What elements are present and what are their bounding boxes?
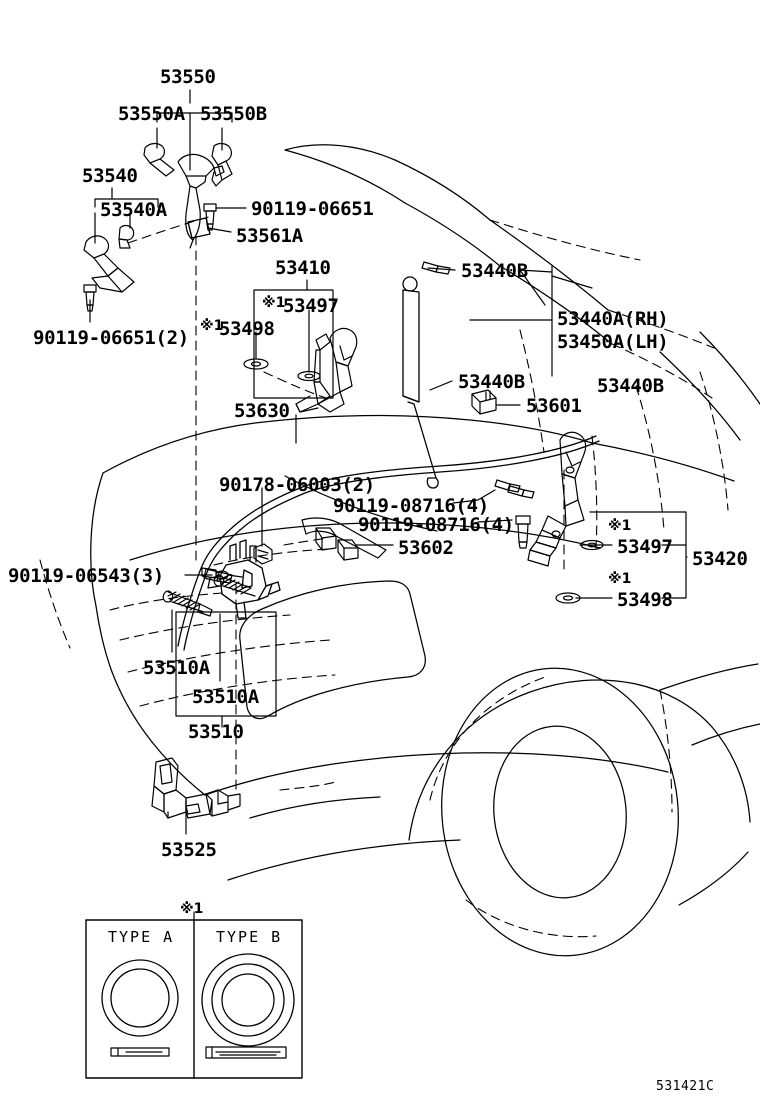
part-callout-9011906651: 90119-06651 bbox=[251, 198, 374, 220]
part-53510a-spring-lower bbox=[213, 574, 256, 597]
part-callout-53561a: 53561A bbox=[236, 225, 303, 247]
part-53497-washer-left bbox=[297, 370, 321, 382]
part-53550b-clip bbox=[211, 142, 233, 187]
part-53497-washer-right bbox=[580, 539, 604, 551]
hood-panel-outline bbox=[284, 144, 613, 345]
legend-type-a-label: TYPE A bbox=[108, 928, 175, 946]
part-53550a-clip bbox=[143, 142, 175, 177]
part-90178-06003-nut bbox=[253, 543, 273, 565]
reference-mark-1: ※1 bbox=[262, 295, 286, 311]
legend-type-b-profile bbox=[205, 1046, 287, 1059]
part-callout-90119065433: 90119-06543(3) bbox=[8, 565, 164, 587]
part-callout-53510a: 53510A bbox=[192, 686, 259, 708]
part-90119-08716-bolt-a bbox=[494, 479, 521, 493]
part-callout-53525: 53525 bbox=[161, 839, 217, 861]
part-callout-53601: 53601 bbox=[526, 395, 582, 417]
reference-mark-4: ※1 bbox=[608, 571, 632, 587]
part-callout-53510a: 53510A bbox=[143, 657, 210, 679]
part-53525-support-bracket bbox=[151, 757, 241, 819]
part-callout-90119066512: 90119-06651(2) bbox=[33, 327, 189, 349]
part-53440b-bolt-upper bbox=[421, 261, 451, 275]
part-53420-hinge-right bbox=[527, 431, 587, 567]
part-53540a-clip bbox=[118, 224, 135, 249]
legend-type-b-washer bbox=[201, 953, 295, 1047]
part-callout-53410: 53410 bbox=[275, 257, 331, 279]
part-callout-53602: 53602 bbox=[398, 537, 454, 559]
part-callout-53498: 53498 bbox=[219, 318, 275, 340]
part-callout-53550: 53550 bbox=[160, 66, 216, 88]
part-53510a-spring-upper bbox=[162, 590, 213, 617]
part-callout-53420: 53420 bbox=[692, 548, 748, 570]
vehicle-body-outline bbox=[90, 331, 760, 957]
part-callout-53630: 53630 bbox=[234, 400, 290, 422]
part-callout-53510: 53510 bbox=[188, 721, 244, 743]
part-callout-53440b: 53440B bbox=[597, 375, 664, 397]
reference-mark-2: ※1 bbox=[200, 318, 224, 334]
part-53498-washer-left bbox=[243, 358, 269, 370]
part-callout-90119087164: 90119-08716(4) bbox=[333, 495, 489, 517]
part-callout-53550a: 53550A bbox=[118, 103, 185, 125]
part-callout-53550b: 53550B bbox=[200, 103, 267, 125]
part-90119-06651-bolt bbox=[203, 203, 217, 231]
hidden-construction-lines bbox=[39, 215, 729, 938]
part-callout-53440b: 53440B bbox=[458, 371, 525, 393]
part-90119-08716-bolt-b bbox=[515, 515, 531, 549]
part-callout-90119087164: 90119-08716(4) bbox=[358, 514, 514, 536]
part-53440a-gas-strut bbox=[402, 276, 439, 489]
part-90119-06543-bolt bbox=[203, 568, 233, 584]
part-callout-53497: 53497 bbox=[283, 295, 339, 317]
leader-lines bbox=[89, 89, 688, 835]
part-callout-53540: 53540 bbox=[82, 165, 138, 187]
legend-type-a-profile bbox=[110, 1047, 170, 1057]
diagram-code: 531421C bbox=[656, 1079, 715, 1094]
part-53602-clip-strip bbox=[301, 517, 387, 561]
part-53540-bracket bbox=[83, 235, 135, 293]
part-callout-90178060032: 90178-06003(2) bbox=[219, 474, 375, 496]
part-53410-hinge bbox=[295, 327, 358, 413]
part-53601-ball-stud bbox=[471, 389, 497, 415]
part-callout-53498: 53498 bbox=[617, 589, 673, 611]
part-callout-53540a: 53540A bbox=[100, 199, 167, 221]
reference-mark-5: ※1 bbox=[180, 901, 204, 917]
legend-type-b-label: TYPE B bbox=[216, 928, 283, 946]
part-53498-washer-right bbox=[555, 592, 581, 604]
part-53561a-grommet bbox=[187, 217, 211, 239]
part-callout-53497: 53497 bbox=[617, 536, 673, 558]
part-53550-assembly bbox=[177, 153, 225, 249]
reference-mark-3: ※1 bbox=[608, 518, 632, 534]
part-callout-53450alh: 53450A(LH) bbox=[557, 331, 669, 353]
part-90119-06651-2-bolt bbox=[83, 284, 97, 312]
part-callout-53440arh: 53440A(RH) bbox=[557, 308, 669, 330]
part-53440b-bolt-lower bbox=[507, 485, 535, 499]
legend-type-a-washer bbox=[101, 959, 179, 1037]
part-callout-53440b: 53440B bbox=[461, 260, 528, 282]
